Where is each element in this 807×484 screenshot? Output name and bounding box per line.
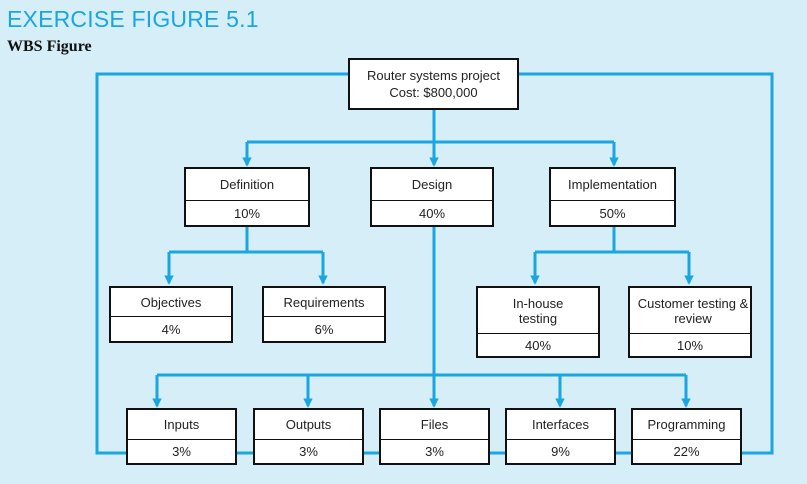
node-objectives: Objectives 4%: [109, 286, 233, 343]
inputs-pct: 3%: [128, 439, 235, 463]
outputs-name: Outputs: [285, 417, 332, 432]
definition-pct: 10%: [186, 200, 308, 225]
inhouse-name: In-house testing: [512, 295, 564, 326]
figure-subtitle: WBS Figure: [7, 38, 92, 55]
design-name: Design: [411, 177, 453, 192]
node-router-systems-project: Router systems project Cost: $800,000: [348, 58, 519, 110]
programming-name: Programming: [647, 417, 726, 432]
node-inhouse-testing: In-house testing 40%: [476, 286, 600, 358]
implementation-pct: 50%: [551, 200, 674, 225]
node-outputs: Outputs 3%: [253, 408, 364, 465]
inhouse-pct: 40%: [478, 333, 598, 356]
files-name: Files: [420, 417, 449, 432]
requirements-pct: 6%: [264, 316, 384, 341]
definition-name: Definition: [219, 177, 275, 192]
objectives-name: Objectives: [140, 294, 202, 310]
programming-pct: 22%: [633, 439, 740, 463]
node-programming: Programming 22%: [631, 408, 742, 465]
files-pct: 3%: [381, 439, 488, 463]
node-design: Design 40%: [370, 167, 494, 227]
interfaces-pct: 9%: [507, 439, 614, 463]
node-files: Files 3%: [379, 408, 490, 465]
outputs-pct: 3%: [255, 439, 362, 463]
interfaces-name: Interfaces: [531, 417, 590, 432]
figure-title: EXERCISE FIGURE 5.1: [7, 6, 259, 32]
node-interfaces: Interfaces 9%: [505, 408, 616, 465]
node-customer-testing: Customer testing & review 10%: [628, 286, 752, 358]
inputs-name: Inputs: [163, 417, 200, 432]
requirements-name: Requirements: [283, 294, 365, 310]
node-definition: Definition 10%: [184, 167, 310, 227]
customer-pct: 10%: [630, 333, 750, 356]
customer-name: Customer testing & review: [637, 295, 749, 326]
objectives-pct: 4%: [111, 316, 231, 341]
root-name: Router systems project: [367, 68, 500, 83]
implementation-name: Implementation: [568, 177, 657, 192]
node-inputs: Inputs 3%: [126, 408, 237, 465]
root-cost: Cost: $800,000: [389, 85, 478, 100]
node-requirements: Requirements 6%: [262, 286, 386, 343]
node-implementation: Implementation 50%: [549, 167, 676, 227]
design-pct: 40%: [372, 200, 492, 225]
